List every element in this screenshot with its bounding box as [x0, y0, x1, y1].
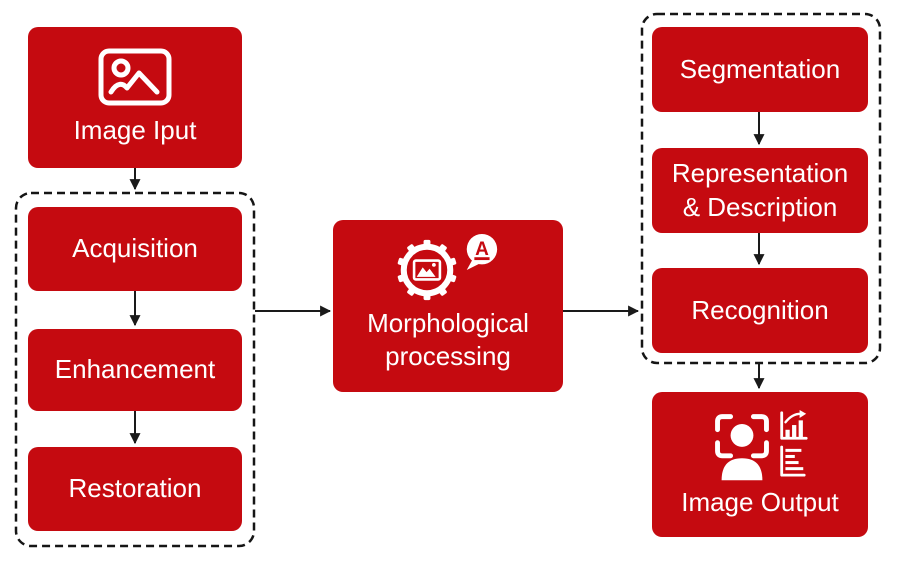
node-label: Segmentation: [679, 53, 841, 84]
node-segmentation: Segmentation: [652, 27, 868, 112]
node-label: Recognition: [691, 294, 829, 325]
node-image-output: Image Output: [652, 392, 868, 537]
gear-image-icon: [397, 239, 457, 301]
preprocessing-group-border: [14, 191, 256, 548]
node-label: Image Output: [681, 486, 839, 517]
node-label: Morphological processing: [367, 307, 529, 371]
node-label: Image Iput: [73, 114, 197, 145]
node-label: Representation & Description: [671, 158, 849, 222]
picture-icon: [98, 48, 172, 106]
node-enhancement: Enhancement: [28, 329, 242, 411]
node-acquisition: Acquisition: [28, 207, 242, 291]
report-bars-icon: [780, 445, 806, 477]
node-label: Enhancement: [54, 354, 216, 385]
analysis-group-border: [640, 12, 882, 365]
node-recognition: Recognition: [652, 268, 868, 353]
node-morphological-processing: A Morphological processing: [333, 220, 563, 392]
bubble-letter: A: [475, 239, 489, 260]
node-image-input: Image Iput: [28, 27, 242, 168]
letter-a-speech-bubble-icon: A: [466, 233, 498, 271]
node-representation-description: Representation & Description: [652, 148, 868, 233]
face-scan-icon: [715, 414, 769, 481]
node-label: Restoration: [68, 473, 202, 504]
growth-chart-icon: [780, 409, 808, 440]
node-restoration: Restoration: [28, 447, 242, 531]
node-label: Acquisition: [72, 233, 198, 264]
